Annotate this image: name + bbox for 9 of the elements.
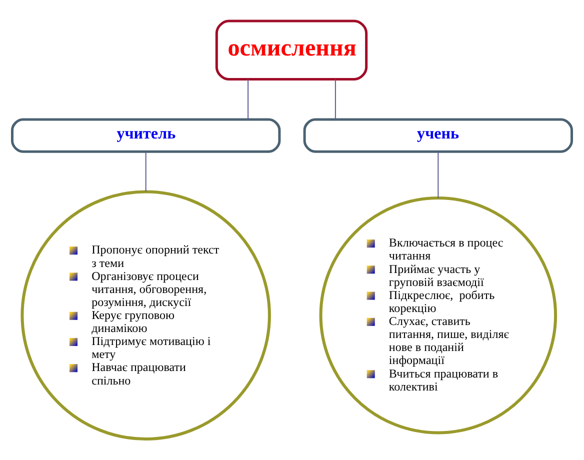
node-circle: Включається в процес читання Приймає участь у груповій взаємодії Підкреслює, робить корекцію Слухає, ставить питання, пише, виділяє нове в поданій інформації Вчиться працювати в колективі	[319, 196, 558, 434]
node-box: осмислення	[215, 20, 368, 81]
node-box: учитель	[10, 118, 281, 153]
connector	[438, 152, 439, 198]
node-box: учень	[303, 118, 574, 153]
connector	[145, 152, 146, 192]
connector	[334, 80, 336, 120]
connector	[248, 80, 249, 120]
node-circle: Пропонує опорний текст з теми Організовує процеси читання, обговорення, розуміння, дискусії Керує груповою динамікою Підтримує мотивацію і мету Навчає працювати спільно	[20, 190, 271, 441]
